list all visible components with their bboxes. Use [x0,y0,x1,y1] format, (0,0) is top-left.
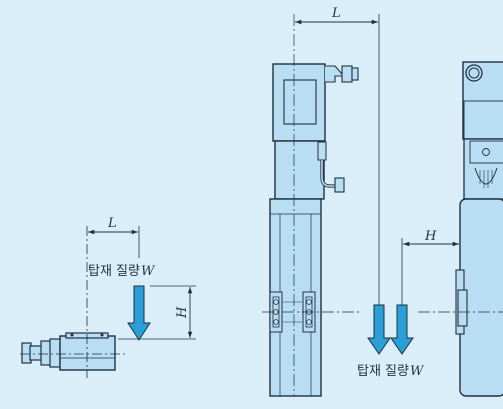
right-load-label: 탑재 질량W [357,364,425,379]
left-actuator-horizontal [20,332,125,371]
right-top-knob [465,64,483,82]
left-load-label: 탑재 질량W [88,264,156,279]
left-load-arrow [127,285,151,341]
center-motor-head [272,63,326,142]
right-dim-H: H [403,229,459,247]
left-dim-L: L [88,216,138,235]
left-actuator-body [59,335,116,371]
right-dim-H-label: H [424,229,437,244]
left-dim-H-label: H [175,306,190,319]
center-cable-connector [334,177,345,193]
left-dim-L-label: L [107,216,117,231]
center-top-connector [351,67,359,81]
center-actuator-vertical [269,63,359,397]
right-load-arrow-1 [367,304,391,355]
left-dim-H: H [118,285,196,340]
center-dim-L-label: L [331,6,341,21]
right-actuator-side [455,61,503,397]
right-load-arrow-2 [390,304,414,355]
center-dim-L: L [295,6,378,25]
